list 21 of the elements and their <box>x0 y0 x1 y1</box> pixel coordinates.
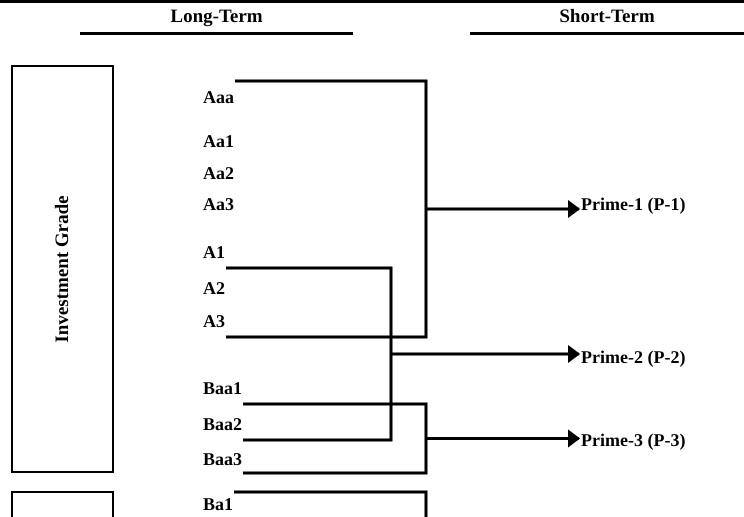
category-box <box>11 65 114 473</box>
column-header: Short-Term <box>558 6 656 28</box>
category-label: Investment Grade <box>52 195 74 343</box>
long-term-rating: Aa1 <box>203 124 234 158</box>
short-term-rating: Prime-1 (P-1) <box>581 187 686 221</box>
long-term-rating: Aaa <box>203 80 234 114</box>
long-term-rating: A1 <box>203 235 225 269</box>
long-term-rating: Baa1 <box>203 371 242 405</box>
long-term-rating: Baa2 <box>203 407 242 441</box>
long-term-rating: A2 <box>203 271 225 305</box>
short-term-rating: Prime-3 (P-3) <box>581 423 686 457</box>
long-term-rating: Baa3 <box>203 442 242 476</box>
long-term-rating: A3 <box>203 304 225 338</box>
bracket-arrow <box>226 200 580 338</box>
short-term-rating: Prime-2 (P-2) <box>581 340 686 374</box>
long-term-rating: Ba1 <box>203 487 234 517</box>
bracket-arrow <box>243 430 580 474</box>
bracket-arrow <box>243 345 580 442</box>
column-header: Long-Term <box>169 6 264 28</box>
long-term-rating: Aa2 <box>203 156 234 190</box>
long-term-rating: Aa3 <box>203 187 234 221</box>
